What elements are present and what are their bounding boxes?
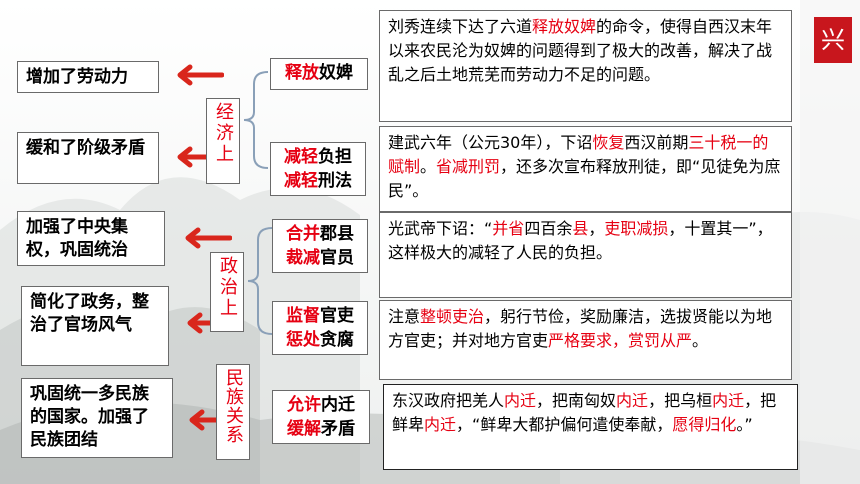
detail-text: ，把鲜卑 (392, 391, 777, 434)
category-economy-label: 经济上 (213, 102, 234, 165)
result-ethnic-unity: 巩固统一多民族的国家。加强了民族团结 (21, 378, 173, 458)
category-ethnic-label: 民族关系 (223, 368, 244, 444)
detail-highlight: 省减刑罚 (436, 157, 501, 176)
action-object: 贪腐 (320, 330, 354, 350)
detail-highlight: 县 (572, 219, 589, 238)
brace-economy (243, 71, 269, 169)
category-politics: 政治上 (210, 252, 244, 332)
detail-highlight: 愿得归化 (672, 415, 737, 434)
action-reduce-burden: 减轻负担 减轻刑法 (270, 142, 366, 196)
detail-reduce-burden: 建武六年（公元30年），下诏恢复西汉前期三十税一的赋制。省减刑罚，还多次宣布释放… (379, 126, 792, 212)
detail-text: 建武六年（公元30年），下诏 (388, 133, 593, 152)
detail-text: 四百余 (524, 219, 573, 238)
detail-text: 注意 (388, 307, 421, 326)
detail-highlight: 内迁 (712, 391, 745, 410)
detail-highlight: 内迁 (616, 391, 649, 410)
action-merge-counties: 合并郡县 裁减官员 (272, 219, 368, 273)
detail-text: ，把南匈奴 (536, 391, 617, 410)
detail-text: ，躬行节俭，奖励廉洁，选拔贤能以为地方官吏；并对地方官吏 (388, 307, 773, 350)
detail-text: 东汉政府把羌人 (392, 391, 505, 410)
action-verb: 允许 (287, 395, 321, 415)
action-object: 内迁 (321, 395, 355, 415)
detail-free-slaves: 刘秀连续下达了六道释放奴婢的命令，使得自西汉末年以来农民沦为奴婢的问题得到了极大… (379, 10, 792, 122)
action-verb: 缓解 (287, 419, 321, 439)
action-object: 矛盾 (321, 419, 355, 439)
action-free-slaves: 释放奴婢 (270, 58, 368, 90)
detail-text: 西汉前期 (624, 133, 689, 152)
action-object: 刑法 (318, 171, 352, 191)
action-free-slaves-verb: 释放 (285, 63, 319, 83)
category-ethnic-relations: 民族关系 (216, 364, 250, 460)
action-verb: 惩处 (286, 330, 320, 350)
action-object: 官员 (320, 248, 354, 268)
category-economy: 经济上 (206, 98, 240, 184)
detail-highlight: 内迁 (424, 415, 457, 434)
detail-highlight: 吏职减损 (604, 219, 669, 238)
action-free-slaves-object: 奴婢 (319, 63, 353, 83)
result-centralize-power: 加强了中央集权，巩固统治 (17, 211, 165, 266)
detail-highlight: 并省 (492, 219, 525, 238)
detail-text: ，还多次宣布释放刑徒，即“见徒免为庶民”。 (388, 157, 781, 200)
action-verb: 裁减 (286, 248, 320, 268)
action-supervise-officials: 监督官吏 惩处贪腐 (272, 301, 368, 355)
detail-supervise-officials: 注意整顿吏治，躬行节俭，奖励廉洁，选拔贤能以为地方官吏；并对地方官吏严格要求，赏… (379, 300, 792, 380)
result-increase-labor: 增加了劳动力 (17, 61, 159, 93)
seal-stamp: 兴 (814, 17, 852, 63)
detail-text: ，“鲜卑大都护偏何遣使奉献， (456, 415, 673, 434)
result-ease-class-conflict: 缓和了阶级矛盾 (17, 132, 159, 184)
detail-highlight: 恢复 (592, 133, 625, 152)
detail-allow-migration: 东汉政府把羌人内迁，把南匈奴内迁，把乌桓内迁，把鲜卑内迁，“鲜卑大都护偏何遣使奉… (383, 384, 798, 470)
action-object: 郡县 (320, 224, 354, 244)
detail-highlight: 整顿吏治 (420, 307, 485, 326)
action-object: 负担 (318, 147, 352, 167)
detail-text: 的命令，使得自西汉末年以来农民沦为奴婢的问题得到了极大的改善，解决了战乱之后土地… (388, 17, 773, 84)
detail-highlight: 严格要求，赏罚从严 (548, 331, 693, 350)
detail-text: 。 (420, 157, 437, 176)
detail-text: 。 (692, 331, 709, 350)
brace-politics (247, 227, 273, 335)
detail-merge-counties: 光武帝下诏：“并省四百余县，吏职减损，十置其一”，这样极大的减轻了人民的负担。 (379, 212, 792, 298)
detail-text: ，十置其一”，这样极大的减轻了人民的负担。 (388, 219, 773, 262)
action-allow-migration: 允许内迁 缓解矛盾 (272, 390, 370, 444)
detail-text: ，把乌桓 (648, 391, 713, 410)
action-verb: 减轻 (284, 147, 318, 167)
detail-highlight: 三十税一的赋制 (388, 133, 769, 176)
action-object: 官吏 (320, 306, 354, 326)
category-politics-label: 政治上 (217, 256, 238, 319)
action-verb: 监督 (286, 306, 320, 326)
action-verb: 合并 (286, 224, 320, 244)
action-verb: 减轻 (284, 171, 318, 191)
detail-text: 。” (736, 415, 753, 434)
arrow-left-icon (185, 227, 232, 249)
detail-text: 光武帝下诏：“ (388, 219, 493, 238)
detail-text: ， (588, 219, 605, 238)
arrow-left-icon (177, 64, 224, 86)
detail-highlight: 释放奴婢 (532, 17, 597, 36)
result-simplify-governance: 简化了政务，整治了官场风气 (21, 286, 169, 366)
detail-highlight: 内迁 (504, 391, 537, 410)
detail-text: 刘秀连续下达了六道 (388, 17, 533, 36)
